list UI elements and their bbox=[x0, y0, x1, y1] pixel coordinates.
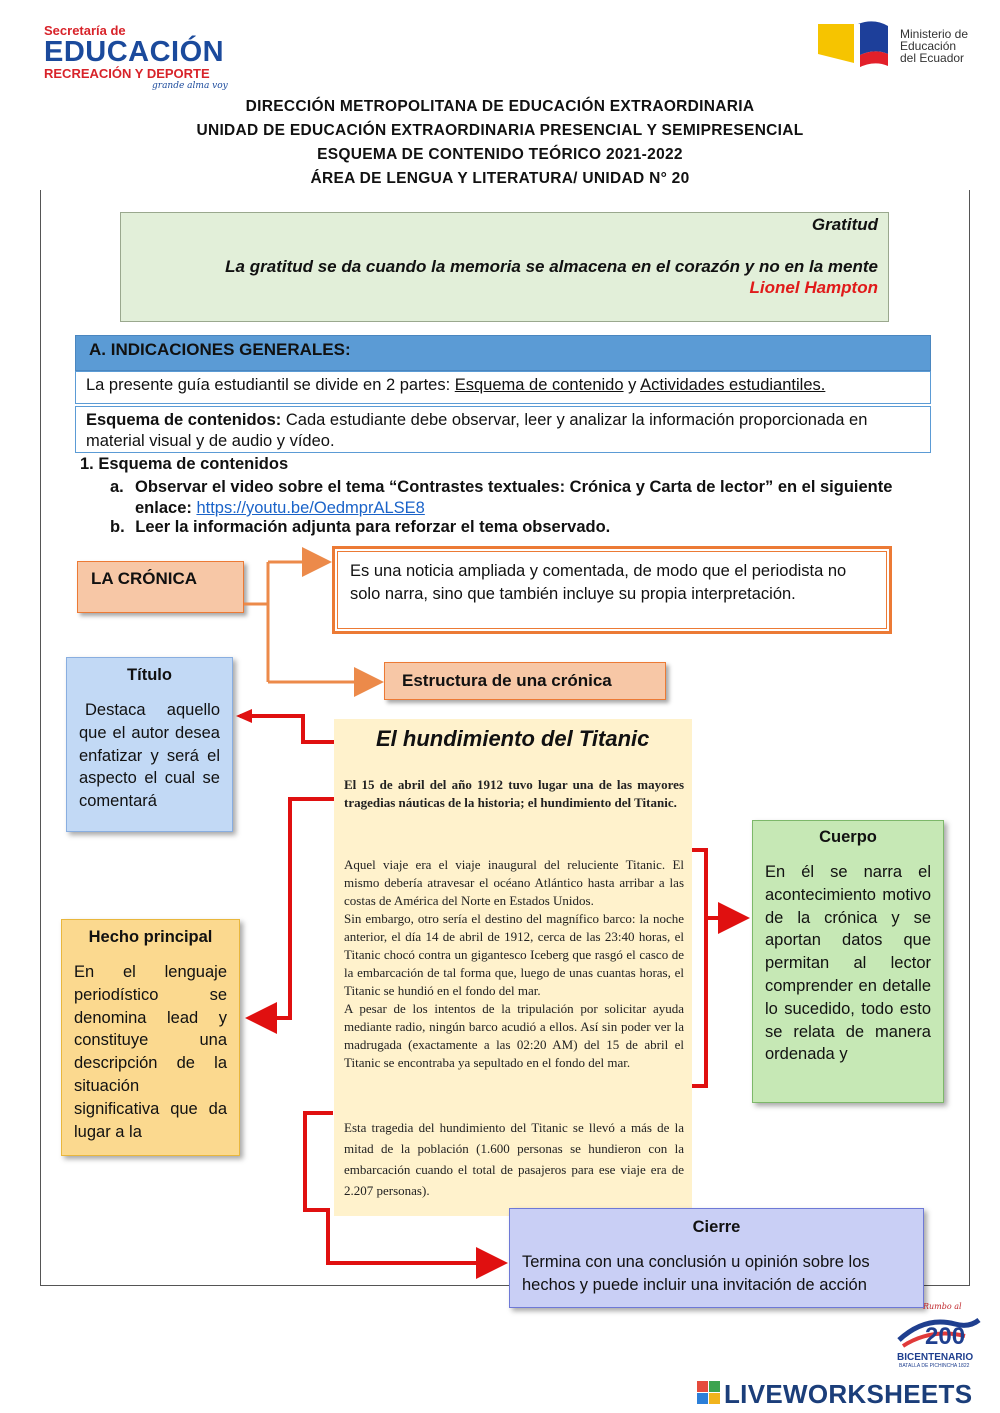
cierre-title: Cierre bbox=[692, 1218, 741, 1236]
estructura-label: Estructura de una crónica bbox=[402, 671, 612, 690]
section-a-heading: A. INDICACIONES GENERALES: bbox=[75, 335, 931, 371]
bicentenario-logo: Rumbo al 200 BICENTENARIO BATALLA DE PIC… bbox=[895, 1302, 983, 1369]
ministerio-line: Educación bbox=[900, 39, 957, 53]
bicentenario-emblem-icon: 200 bbox=[897, 1317, 981, 1350]
hecho-principal-box: Hecho principal En el lenguaje periodíst… bbox=[61, 919, 240, 1156]
logo-line-2: EDUCACIÓN bbox=[44, 36, 225, 68]
list-item-b: b. Leer la información adjunta para refo… bbox=[110, 518, 610, 537]
article-paragraph: A pesar de los intentos de la tripulació… bbox=[344, 1001, 684, 1070]
arrow-head-left-icon bbox=[236, 709, 252, 723]
flag-emblem-icon bbox=[818, 21, 888, 68]
cronica-label: LA CRÓNICA bbox=[91, 569, 198, 588]
header-title-4: ÁREA DE LENGUA Y LITERATURA/ UNIDAD N° 2… bbox=[310, 170, 690, 187]
logo-line-1: Secretaría de bbox=[44, 23, 126, 38]
bicentenario-sub: BATALLA DE PICHINCHA 1822 bbox=[899, 1363, 970, 1369]
cuerpo-body: En él se narra el acontecimiento motivo … bbox=[765, 863, 931, 1064]
article-title: El hundimiento del Titanic bbox=[376, 726, 650, 751]
row1-part-2: Actividades estudiantiles. bbox=[640, 376, 826, 394]
ministerio-line: del Ecuador bbox=[900, 51, 965, 65]
ministerio-line: Ministerio de bbox=[900, 27, 969, 41]
list-marker-a: a. bbox=[110, 478, 124, 496]
cierre-body: Termina con una conclusión u opinión sob… bbox=[522, 1253, 870, 1294]
liveworksheets-brand[interactable]: LIVEWORKSHEETS bbox=[724, 1379, 973, 1409]
quote-text: La gratitud se da cuando la memoria se a… bbox=[225, 257, 878, 276]
section-a-row-2: Esquema de contenidos: Cada estudiante d… bbox=[75, 406, 931, 453]
definition-text: Es una noticia ampliada y comentada, de … bbox=[350, 562, 847, 603]
article-paragraph: Sin embargo, otro sería el destino del m… bbox=[344, 911, 684, 998]
svg-text:200: 200 bbox=[925, 1323, 965, 1350]
quote-title: Gratitud bbox=[811, 215, 878, 234]
row1-mid: y bbox=[623, 376, 641, 394]
titulo-box: Título Destaca aquello que el autor dese… bbox=[66, 657, 233, 832]
list-item-b-text: Leer la información adjunta para reforza… bbox=[135, 518, 611, 536]
video-link[interactable]: https://youtu.be/OedmprALSE8 bbox=[196, 499, 425, 517]
article-paragraph: Aquel viaje era el viaje inaugural del r… bbox=[344, 857, 684, 908]
row2-label: Esquema de contenidos: bbox=[86, 411, 282, 429]
hecho-body: En el lenguaje periodístico se denomina … bbox=[74, 963, 227, 1141]
row1-prefix: La presente guía estudiantil se divide e… bbox=[86, 376, 455, 394]
orange-connector bbox=[244, 547, 384, 697]
section-a-row-1: La presente guía estudiantil se divide e… bbox=[75, 371, 931, 404]
article-lead: El 15 de abril del año 1912 tuvo lugar u… bbox=[344, 777, 684, 810]
page-frame bbox=[40, 190, 970, 1286]
list-item-a-text: Observar el video sobre el tema “Contras… bbox=[135, 478, 893, 517]
bicentenario-text: BICENTENARIO bbox=[897, 1352, 974, 1363]
titulo-body: Destaca aquello que el autor desea enfat… bbox=[79, 701, 220, 811]
article-closing: Esta tragedia del hundimiento del Titani… bbox=[344, 1120, 684, 1198]
article-panel bbox=[334, 719, 692, 1216]
list-item-a: a. Observar el video sobre el tema “Cont… bbox=[110, 477, 910, 519]
bicentenario-script: Rumbo al bbox=[923, 1302, 962, 1311]
estructura-box: Estructura de una crónica bbox=[384, 662, 666, 700]
row2-text: Cada estudiante debe observar, leer y an… bbox=[86, 411, 868, 450]
hecho-title: Hecho principal bbox=[88, 928, 213, 946]
list-marker-b: b. bbox=[110, 518, 125, 536]
cuerpo-box: Cuerpo En él se narra el acontecimiento … bbox=[752, 820, 944, 1103]
cronica-label-box: LA CRÓNICA bbox=[77, 561, 244, 613]
row1-part-1: Esquema de contenido bbox=[454, 376, 624, 394]
definition-box: Es una noticia ampliada y comentada, de … bbox=[337, 551, 887, 629]
quote-box: Gratitud La gratitud se da cuando la mem… bbox=[120, 212, 889, 322]
titulo-title: Título bbox=[127, 666, 172, 684]
liveworksheets-icon bbox=[697, 1381, 721, 1405]
list-item-1: 1. Esquema de contenidos bbox=[80, 455, 289, 473]
header-title-1: DIRECCIÓN METROPOLITANA DE EDUCACIÓN EXT… bbox=[245, 98, 755, 115]
logo-tagline: grande alma voy bbox=[152, 81, 228, 91]
secretaria-logo: Secretaría de EDUCACIÓN RECREACIÓN Y DEP… bbox=[44, 23, 228, 91]
ministerio-logo: Ministerio de Educación del Ecuador bbox=[818, 20, 988, 72]
logo-line-3: RECREACIÓN Y DEPORTE bbox=[44, 66, 210, 81]
cierre-box: Cierre Termina con una conclusión u opin… bbox=[509, 1208, 924, 1308]
cuerpo-title: Cuerpo bbox=[819, 828, 877, 846]
header-title-2: UNIDAD DE EDUCACIÓN EXTRAORDINARIA PRESE… bbox=[196, 122, 804, 139]
article-body: Aquel viaje era el viaje inaugural del r… bbox=[344, 856, 684, 1072]
quote-author: Lionel Hampton bbox=[749, 278, 878, 297]
header-title-3: ESQUEMA DE CONTENIDO TEÓRICO 2021-2022 bbox=[317, 146, 683, 163]
